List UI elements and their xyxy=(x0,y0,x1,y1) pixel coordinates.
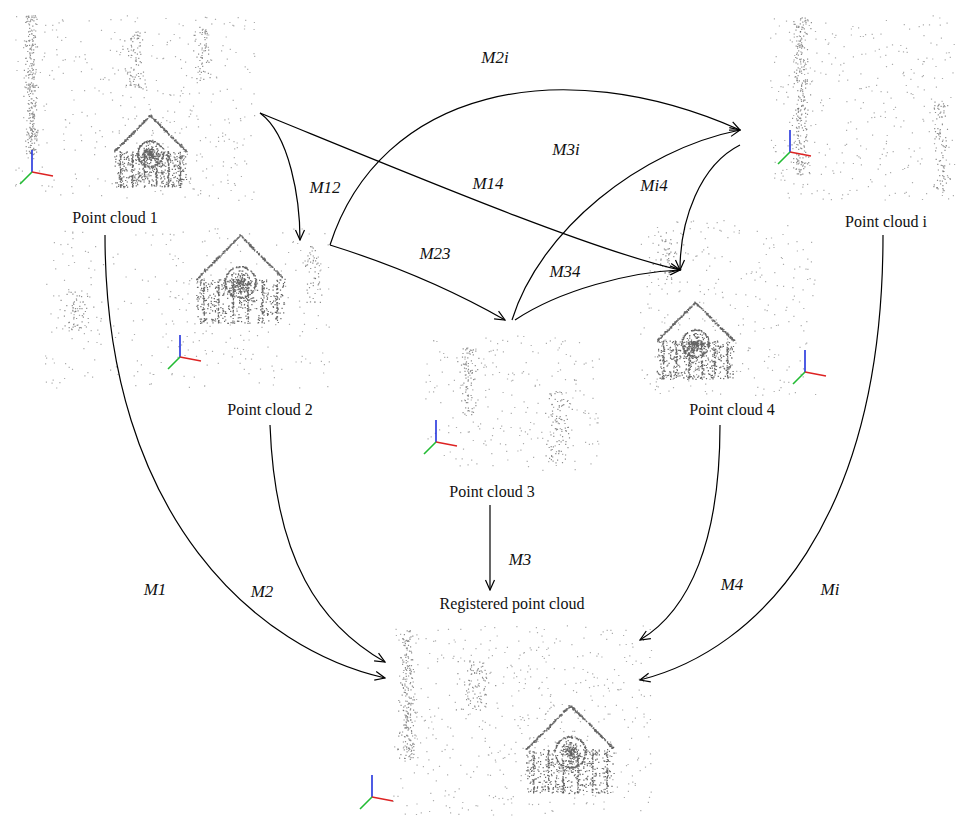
point-cloud-dots xyxy=(770,15,955,200)
transform-arrow xyxy=(260,113,680,270)
axis-line xyxy=(804,350,806,372)
node-caption: Point cloud 1 xyxy=(69,208,160,228)
transform-arrow xyxy=(330,90,740,245)
point-cloud-dots xyxy=(425,336,600,472)
transform-label: M14 xyxy=(470,174,505,194)
node-caption: Point cloud 4 xyxy=(686,400,777,420)
transform-arrow xyxy=(489,505,490,590)
point-cloud-structure xyxy=(545,391,573,463)
axis-line xyxy=(180,357,201,361)
point-cloud-node: Registered point cloud xyxy=(385,590,640,820)
point-cloud-structure xyxy=(653,231,678,280)
point-cloud-structure xyxy=(456,660,497,711)
transform-label: M12 xyxy=(307,178,342,198)
transform-arrow xyxy=(270,425,385,662)
transform-label: M3 xyxy=(507,550,534,570)
axis-line xyxy=(435,420,437,442)
transform-arrow xyxy=(105,235,385,678)
point-cloud-node: Point cloud 3 xyxy=(420,320,600,505)
transform-arrow xyxy=(330,245,505,320)
axis-line xyxy=(32,172,53,176)
cathedral-facade-dots xyxy=(657,301,736,380)
transform-arrow xyxy=(512,130,740,320)
transform-label: Mi xyxy=(819,580,842,600)
axis-line xyxy=(793,372,805,384)
point-cloud-structure xyxy=(397,630,417,760)
transform-arrow xyxy=(680,145,740,270)
transform-label: M4 xyxy=(719,575,746,595)
point-cloud-structure xyxy=(457,347,479,415)
cathedral-facade-dots xyxy=(525,705,614,794)
point-cloud-structure xyxy=(193,23,212,81)
node-caption: Point cloud i xyxy=(842,212,930,232)
axis-line xyxy=(778,152,790,164)
point-cloud-structure xyxy=(791,17,812,175)
axis-line xyxy=(20,172,32,184)
axis-line xyxy=(360,797,372,809)
axis-line xyxy=(436,442,457,446)
point-cloud-structure xyxy=(23,15,39,155)
point-cloud-dots xyxy=(640,220,816,396)
transform-label: M23 xyxy=(417,244,452,264)
node-caption: Point cloud 2 xyxy=(224,400,315,420)
point-cloud-node: Point cloud 4 xyxy=(640,270,820,425)
point-cloud-structure xyxy=(122,31,145,89)
cathedral-facade-dots xyxy=(196,234,286,324)
axis-line xyxy=(790,152,811,156)
cathedral-facade-dots xyxy=(114,114,187,188)
transform-arrow xyxy=(640,425,720,640)
point-cloud-structure xyxy=(61,290,95,330)
point-cloud-node: Point cloud i xyxy=(740,60,950,235)
transform-arrow xyxy=(640,235,883,680)
axis-line xyxy=(372,797,393,801)
transform-label: M3i xyxy=(550,140,581,160)
axis-line xyxy=(179,335,181,357)
axis-line xyxy=(789,130,791,152)
axis-line xyxy=(168,357,180,369)
point-cloud-dots xyxy=(45,228,330,388)
point-cloud-node: Point cloud 1 xyxy=(10,40,260,235)
transform-arrow xyxy=(515,270,680,320)
transform-label: M1 xyxy=(142,580,169,600)
transform-label: M2 xyxy=(249,582,276,602)
point-cloud-dots xyxy=(393,625,652,815)
point-cloud-dots xyxy=(15,15,255,201)
axis-line xyxy=(371,775,373,797)
transform-label: M2i xyxy=(479,48,510,68)
point-cloud-structure xyxy=(933,102,950,192)
transform-label: Mi4 xyxy=(638,176,669,196)
point-cloud-structure xyxy=(305,246,323,303)
axis-line xyxy=(31,150,33,172)
point-cloud-node: Point cloud 2 xyxy=(150,240,330,425)
axis-line xyxy=(424,442,436,454)
node-caption: Point cloud 3 xyxy=(446,482,537,502)
axis-line xyxy=(805,372,826,376)
transform-arrow xyxy=(260,113,300,240)
node-caption: Registered point cloud xyxy=(437,594,588,614)
transform-label: M34 xyxy=(547,262,582,282)
